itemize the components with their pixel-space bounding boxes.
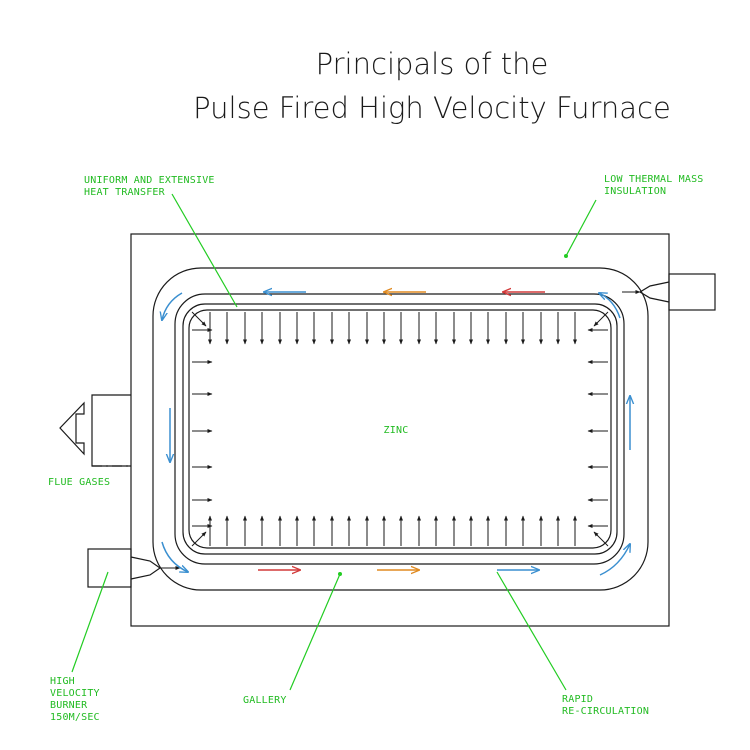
- furnace-casing: [130, 233, 670, 627]
- label-insulation: LOW THERMAL MASS INSULATION: [604, 174, 710, 197]
- leader-heat-transfer: [171, 193, 238, 308]
- burner-top-right: [622, 273, 716, 311]
- flue-outlet: [59, 394, 131, 467]
- recirculation-arrows: [161, 292, 630, 576]
- label-flue-gases: FLUE GASES: [48, 477, 110, 488]
- flow-arrow-corner-tr: [599, 293, 621, 319]
- leader-gallery: [289, 573, 341, 691]
- title-line-2: Pulse Fired High Velocity Furnace: [193, 91, 671, 125]
- flue-arrow-icon: [59, 401, 85, 456]
- leader-burner: [71, 571, 109, 673]
- kettle-inner-wall: [188, 309, 612, 549]
- heat-transfer-arrows: [191, 311, 609, 547]
- heat-arrow-corner-tl: [191, 311, 207, 327]
- label-recirculation: RAPID RE-CIRCULATION: [562, 694, 649, 717]
- label-burner: HIGH VELOCITY BURNER 150M/SEC: [50, 676, 106, 723]
- heat-arrow-corner-tr: [593, 311, 609, 327]
- leader-dot-gallery: [338, 572, 342, 576]
- burner-bottom-left: [87, 548, 181, 588]
- gallery-outer-wall: [152, 267, 649, 591]
- flow-arrow-corner-tl: [162, 292, 183, 320]
- heat-arrow-corner-br: [593, 531, 609, 547]
- label-zinc: ZINC: [384, 425, 409, 436]
- heat-arrow-corner-bl: [191, 531, 207, 547]
- flow-arrow-corner-br: [599, 544, 630, 576]
- flow-arrow-corner-bl: [161, 541, 188, 572]
- title-line-1: Principals of the: [316, 47, 549, 81]
- label-gallery: GALLERY: [243, 695, 287, 706]
- label-heat-transfer: UNIFORM AND EXTENSIVE HEAT TRANSFER: [84, 175, 221, 198]
- kettle-outer-wall: [182, 303, 618, 555]
- gallery-inner-wall: [174, 293, 625, 565]
- leader-dot-insulation: [564, 254, 568, 258]
- leader-recirculation: [496, 571, 567, 691]
- leader-insulation: [565, 199, 597, 257]
